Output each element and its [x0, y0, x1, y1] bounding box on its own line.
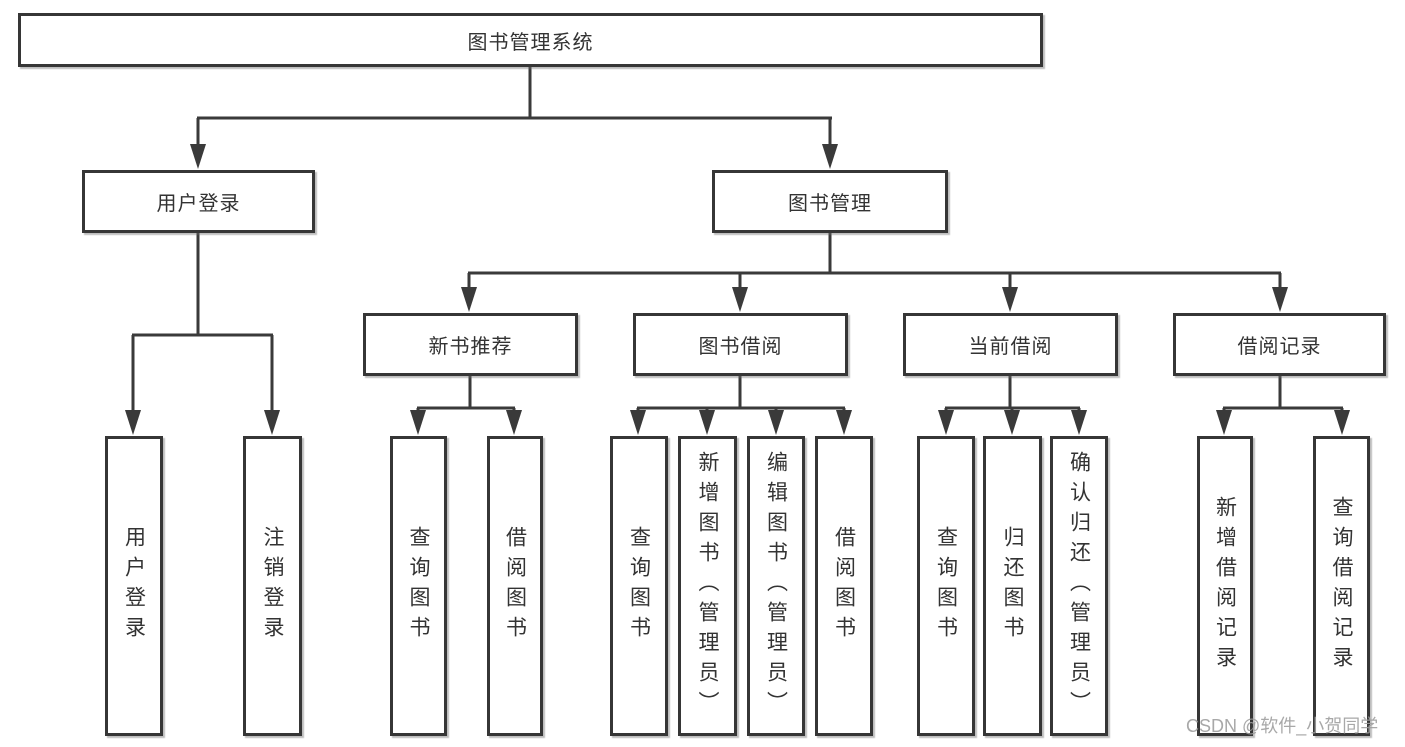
leaf-confirm-return-admin-label: 确认归还（管理员）	[1067, 451, 1091, 721]
leaf-confirm-return-admin: 确认归还（管理员）	[1050, 436, 1108, 736]
leaf-add-book-admin-label: 新增图书（管理员）	[696, 451, 719, 721]
leaf-user-login-label: 用户登录	[122, 526, 146, 646]
leaf-borrow-books-recommend: 借阅图书	[487, 436, 543, 736]
leaf-user-login: 用户登录	[105, 436, 163, 736]
leaf-borrow-books-label: 借阅图书	[832, 526, 856, 646]
node-new-book-recommend-label: 新书推荐	[428, 336, 513, 358]
leaf-query-books-recommend-label: 查询图书	[407, 526, 430, 646]
watermark: CSDN @软件_小贺同学	[1186, 716, 1379, 736]
leaf-query-books-borrow-label: 查询图书	[627, 526, 651, 646]
leaf-edit-book-admin: 编辑图书（管理员）	[747, 436, 805, 736]
leaf-logout: 注销登录	[243, 436, 302, 736]
leaf-add-borrow-record-label: 新增借阅记录	[1213, 496, 1237, 676]
node-book-borrow: 图书借阅	[633, 313, 848, 376]
leaf-edit-book-admin-label: 编辑图书（管理员）	[764, 451, 788, 721]
leaf-borrow-books-recommend-label: 借阅图书	[503, 526, 527, 646]
arrowheads	[125, 144, 1350, 435]
node-borrow-records-label: 借阅记录	[1237, 336, 1322, 358]
node-library-system-label: 图书管理系统	[467, 31, 594, 54]
leaf-add-book-admin: 新增图书（管理员）	[678, 436, 737, 736]
node-book-borrow-label: 图书借阅	[698, 336, 783, 358]
node-book-management-label: 图书管理	[788, 193, 872, 215]
node-book-management: 图书管理	[712, 170, 948, 233]
leaf-return-book: 归还图书	[983, 436, 1042, 736]
leaf-query-books-current: 查询图书	[917, 436, 975, 736]
node-library-system: 图书管理系统	[18, 13, 1043, 67]
node-current-borrow: 当前借阅	[903, 313, 1118, 376]
leaf-query-borrow-record-label: 查询借阅记录	[1330, 496, 1353, 676]
leaf-logout-label: 注销登录	[261, 526, 284, 646]
node-user-login: 用户登录	[82, 170, 315, 233]
leaf-query-books-recommend: 查询图书	[390, 436, 447, 736]
leaf-return-book-label: 归还图书	[1001, 526, 1024, 646]
leaf-add-borrow-record: 新增借阅记录	[1197, 436, 1253, 736]
node-current-borrow-label: 当前借阅	[968, 336, 1053, 358]
node-user-login-label: 用户登录	[156, 193, 241, 215]
leaf-query-books-borrow: 查询图书	[610, 436, 668, 736]
leaf-borrow-books: 借阅图书	[815, 436, 873, 736]
leaf-query-books-current-label: 查询图书	[934, 526, 958, 646]
connector-paths	[131, 67, 1344, 416]
leaf-query-borrow-record: 查询借阅记录	[1313, 436, 1370, 736]
node-new-book-recommend: 新书推荐	[363, 313, 578, 376]
node-borrow-records: 借阅记录	[1173, 313, 1386, 376]
